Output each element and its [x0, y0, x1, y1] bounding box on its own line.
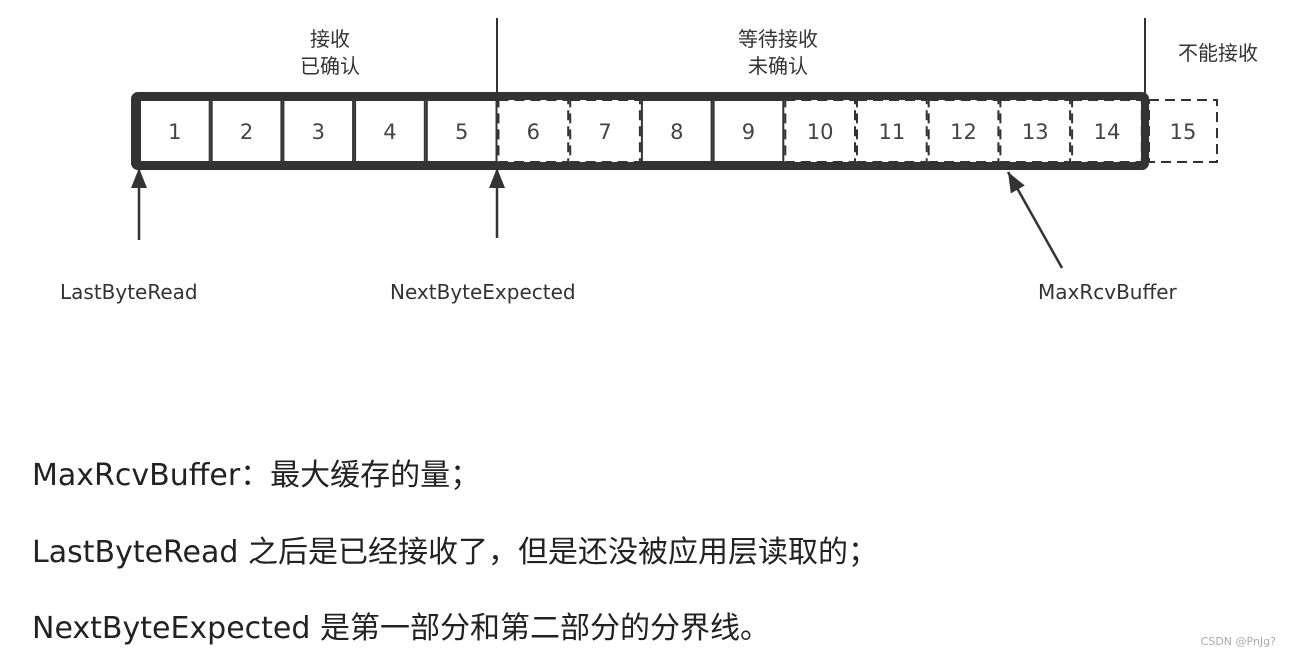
- label-line: 等待接收: [738, 27, 818, 51]
- cell-number: 4: [383, 120, 396, 144]
- cell-number: 11: [878, 120, 905, 144]
- watermark: CSDN @PnJg?: [1200, 635, 1276, 648]
- label-line: 不能接收: [1178, 41, 1258, 65]
- description-1: MaxRcvBuffer：最大缓存的量；: [32, 458, 481, 493]
- label-line: 已确认: [300, 54, 360, 78]
- cell-number: 13: [1022, 120, 1049, 144]
- description-3: NextByteExpected 是第一部分和第二部分的分界线。: [32, 611, 770, 646]
- pointer-label-max-rcv-buffer: MaxRcvBuffer: [1038, 280, 1177, 304]
- cell-number: 8: [670, 120, 683, 144]
- cell-number: 3: [312, 120, 325, 144]
- cell-number: 10: [807, 120, 834, 144]
- section-label-waiting: 等待接收未确认: [708, 26, 848, 80]
- buffer-cell: [784, 99, 856, 163]
- buffer-cell: [425, 99, 498, 163]
- description-2: LastByteRead 之后是已经接收了，但是还没被应用层读取的；: [32, 535, 878, 570]
- label-line: 未确认: [748, 54, 808, 78]
- cell-number: 14: [1094, 120, 1121, 144]
- buffer-cell: [282, 99, 355, 163]
- cell-number: 6: [527, 120, 540, 144]
- cell-number: 5: [455, 120, 468, 144]
- buffer-cell: [569, 99, 641, 163]
- arrow-max-rcv-buffer-head: [1008, 172, 1025, 194]
- buffer-cell: [1148, 99, 1218, 163]
- cell-number: 9: [742, 120, 755, 144]
- cell-number: 7: [598, 120, 611, 144]
- arrow-next-byte-expected-head: [489, 168, 505, 188]
- cell-number: 2: [240, 120, 253, 144]
- pointer-label-next-byte-expected: NextByteExpected: [390, 280, 576, 304]
- cell-number: 12: [950, 120, 977, 144]
- cell-number: 1: [168, 120, 181, 144]
- arrow-last-byte-read-head: [131, 168, 147, 188]
- section-label-received-acked: 接收已确认: [260, 26, 400, 80]
- buffer-cell: [139, 99, 211, 163]
- buffer-cell: [999, 99, 1072, 163]
- label-line: 接收: [310, 27, 350, 51]
- section-label-cannot-receive: 不能接收: [1158, 40, 1278, 67]
- window-frame: [131, 92, 1149, 170]
- buffer-cell: [497, 99, 570, 163]
- buffer-cell: [856, 99, 928, 163]
- pointer-label-last-byte-read: LastByteRead: [60, 280, 198, 304]
- cell-number: 15: [1170, 120, 1197, 144]
